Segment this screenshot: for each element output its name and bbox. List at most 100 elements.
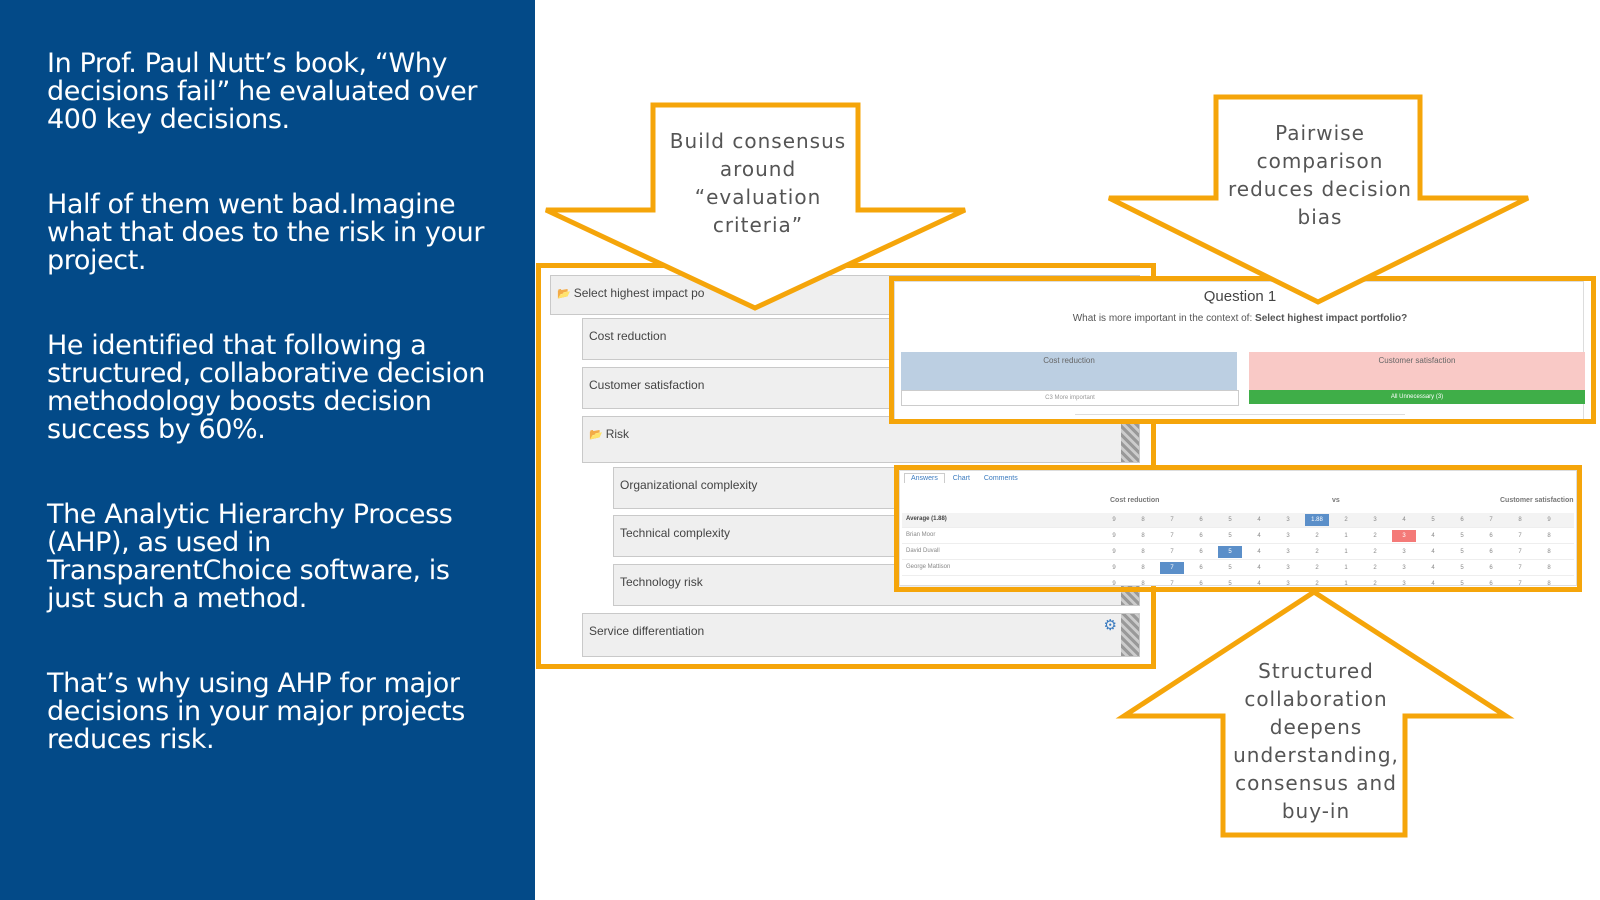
results-cell[interactable]: 7 xyxy=(1518,549,1522,555)
results-cell[interactable]: 9 xyxy=(1112,533,1116,539)
results-cell[interactable]: 3 xyxy=(1286,565,1290,571)
results-cell[interactable]: 6 xyxy=(1199,581,1203,587)
tab-chart[interactable]: Chart xyxy=(952,475,970,482)
results-cell[interactable]: 1.88 xyxy=(1305,514,1329,526)
results-cell[interactable]: 9 xyxy=(1547,517,1551,523)
question-screenshot: Question 1 What is more important in the… xyxy=(894,281,1585,423)
results-cell[interactable]: 5 xyxy=(1228,565,1232,571)
results-cell[interactable]: 1 xyxy=(1344,565,1348,571)
results-cell[interactable]: 2 xyxy=(1315,549,1319,555)
tree-item-service-differentiation[interactable]: Service differentiation ⚙ xyxy=(582,613,1140,657)
results-cell[interactable]: 3 xyxy=(1402,565,1406,571)
results-cell[interactable]: 4 xyxy=(1431,549,1435,555)
tree-item-risk[interactable]: 📂Risk xyxy=(582,416,1140,463)
results-cell[interactable]: 5 xyxy=(1228,533,1232,539)
results-cell[interactable]: 7 xyxy=(1170,581,1174,587)
option-right-customer-satisfaction[interactable]: Customer satisfaction xyxy=(1249,352,1585,390)
tree-item-label: Customer satisfaction xyxy=(589,378,705,392)
results-cell[interactable]: 2 xyxy=(1344,517,1348,523)
results-cell[interactable]: 9 xyxy=(1112,581,1116,587)
drag-handle[interactable] xyxy=(1121,417,1139,462)
results-cell[interactable]: 2 xyxy=(1315,581,1319,587)
results-cell[interactable]: 1 xyxy=(1344,533,1348,539)
results-cell[interactable]: 2 xyxy=(1315,565,1319,571)
results-cell[interactable]: 7 xyxy=(1170,533,1174,539)
folder-open-icon: 📂 xyxy=(557,288,571,300)
results-cell[interactable]: 4 xyxy=(1402,517,1406,523)
results-cell[interactable]: 8 xyxy=(1141,565,1145,571)
results-cell[interactable]: 5 xyxy=(1460,533,1464,539)
results-row xyxy=(902,545,1574,560)
question-prompt-text: What is more important in the context of… xyxy=(1072,313,1253,324)
results-cell[interactable]: 9 xyxy=(1112,565,1116,571)
question-prompt: What is more important in the context of… xyxy=(895,313,1585,324)
results-cell[interactable]: 3 xyxy=(1286,517,1290,523)
results-cell[interactable]: 7 xyxy=(1160,562,1184,574)
results-cell[interactable]: 8 xyxy=(1141,533,1145,539)
results-cell[interactable]: 8 xyxy=(1141,581,1145,587)
results-cell[interactable]: 8 xyxy=(1547,565,1551,571)
results-cell[interactable]: 3 xyxy=(1286,549,1290,555)
results-cell[interactable]: 2 xyxy=(1373,533,1377,539)
results-cell[interactable]: 7 xyxy=(1489,517,1493,523)
results-cell[interactable]: 8 xyxy=(1141,517,1145,523)
results-cell[interactable]: 4 xyxy=(1257,581,1261,587)
results-cell[interactable]: 2 xyxy=(1315,533,1319,539)
results-cell[interactable]: 5 xyxy=(1228,581,1232,587)
results-screenshot: Answers Chart Comments Cost reduction vs… xyxy=(899,470,1577,592)
results-cell[interactable]: 8 xyxy=(1547,549,1551,555)
results-cell[interactable]: 9 xyxy=(1112,549,1116,555)
results-cell[interactable]: 5 xyxy=(1218,546,1242,558)
results-cell[interactable]: 1 xyxy=(1344,549,1348,555)
results-cell[interactable]: 8 xyxy=(1141,549,1145,555)
results-cell[interactable]: 4 xyxy=(1257,533,1261,539)
results-cell[interactable]: 6 xyxy=(1489,549,1493,555)
drag-handle[interactable] xyxy=(1121,614,1139,656)
results-cell[interactable]: 3 xyxy=(1373,517,1377,523)
results-cell[interactable]: 6 xyxy=(1489,565,1493,571)
results-cell[interactable]: 1 xyxy=(1344,581,1348,587)
results-cell[interactable]: 8 xyxy=(1547,533,1551,539)
results-cell[interactable]: 6 xyxy=(1199,565,1203,571)
tab-comments[interactable]: Comments xyxy=(983,475,1018,482)
option-right-sub[interactable]: All Unnecessary (3) xyxy=(1249,390,1585,404)
results-cell[interactable]: 4 xyxy=(1431,581,1435,587)
option-left-sub[interactable]: C3 More important xyxy=(901,390,1239,406)
results-cell[interactable]: 8 xyxy=(1547,581,1551,587)
results-cell[interactable]: 9 xyxy=(1112,517,1116,523)
paragraph-half-failed: Half of them went bad.Imagine what that … xyxy=(47,189,485,276)
results-cell[interactable]: 4 xyxy=(1257,565,1261,571)
results-cell[interactable]: 5 xyxy=(1228,517,1232,523)
results-cell[interactable]: 6 xyxy=(1460,517,1464,523)
tab-answers[interactable]: Answers xyxy=(904,473,945,483)
results-cell[interactable]: 6 xyxy=(1199,549,1203,555)
results-cell[interactable]: 7 xyxy=(1518,581,1522,587)
results-cell[interactable]: 5 xyxy=(1431,517,1435,523)
results-cell[interactable]: 3 xyxy=(1392,530,1416,542)
results-cell[interactable]: 6 xyxy=(1489,533,1493,539)
option-left-cost-reduction[interactable]: Cost reduction xyxy=(901,352,1237,390)
results-cell[interactable]: 2 xyxy=(1373,549,1377,555)
results-cell[interactable]: 4 xyxy=(1257,517,1261,523)
results-cell[interactable]: 3 xyxy=(1286,533,1290,539)
results-cell[interactable]: 7 xyxy=(1518,565,1522,571)
results-cell[interactable]: 6 xyxy=(1199,517,1203,523)
results-cell[interactable]: 5 xyxy=(1460,565,1464,571)
gear-icon[interactable]: ⚙ xyxy=(1103,617,1117,634)
results-cell[interactable]: 6 xyxy=(1199,533,1203,539)
results-cell[interactable]: 3 xyxy=(1402,549,1406,555)
results-cell[interactable]: 4 xyxy=(1431,565,1435,571)
results-cell[interactable]: 3 xyxy=(1402,581,1406,587)
results-cell[interactable]: 7 xyxy=(1170,549,1174,555)
results-cell[interactable]: 7 xyxy=(1170,517,1174,523)
results-cell[interactable]: 3 xyxy=(1286,581,1290,587)
results-cell[interactable]: 2 xyxy=(1373,565,1377,571)
results-cell[interactable]: 6 xyxy=(1489,581,1493,587)
results-cell[interactable]: 4 xyxy=(1257,549,1261,555)
results-cell[interactable]: 8 xyxy=(1518,517,1522,523)
results-cell[interactable]: 5 xyxy=(1460,581,1464,587)
results-cell[interactable]: 7 xyxy=(1518,533,1522,539)
results-cell[interactable]: 2 xyxy=(1373,581,1377,587)
results-cell[interactable]: 4 xyxy=(1431,533,1435,539)
results-cell[interactable]: 5 xyxy=(1460,549,1464,555)
